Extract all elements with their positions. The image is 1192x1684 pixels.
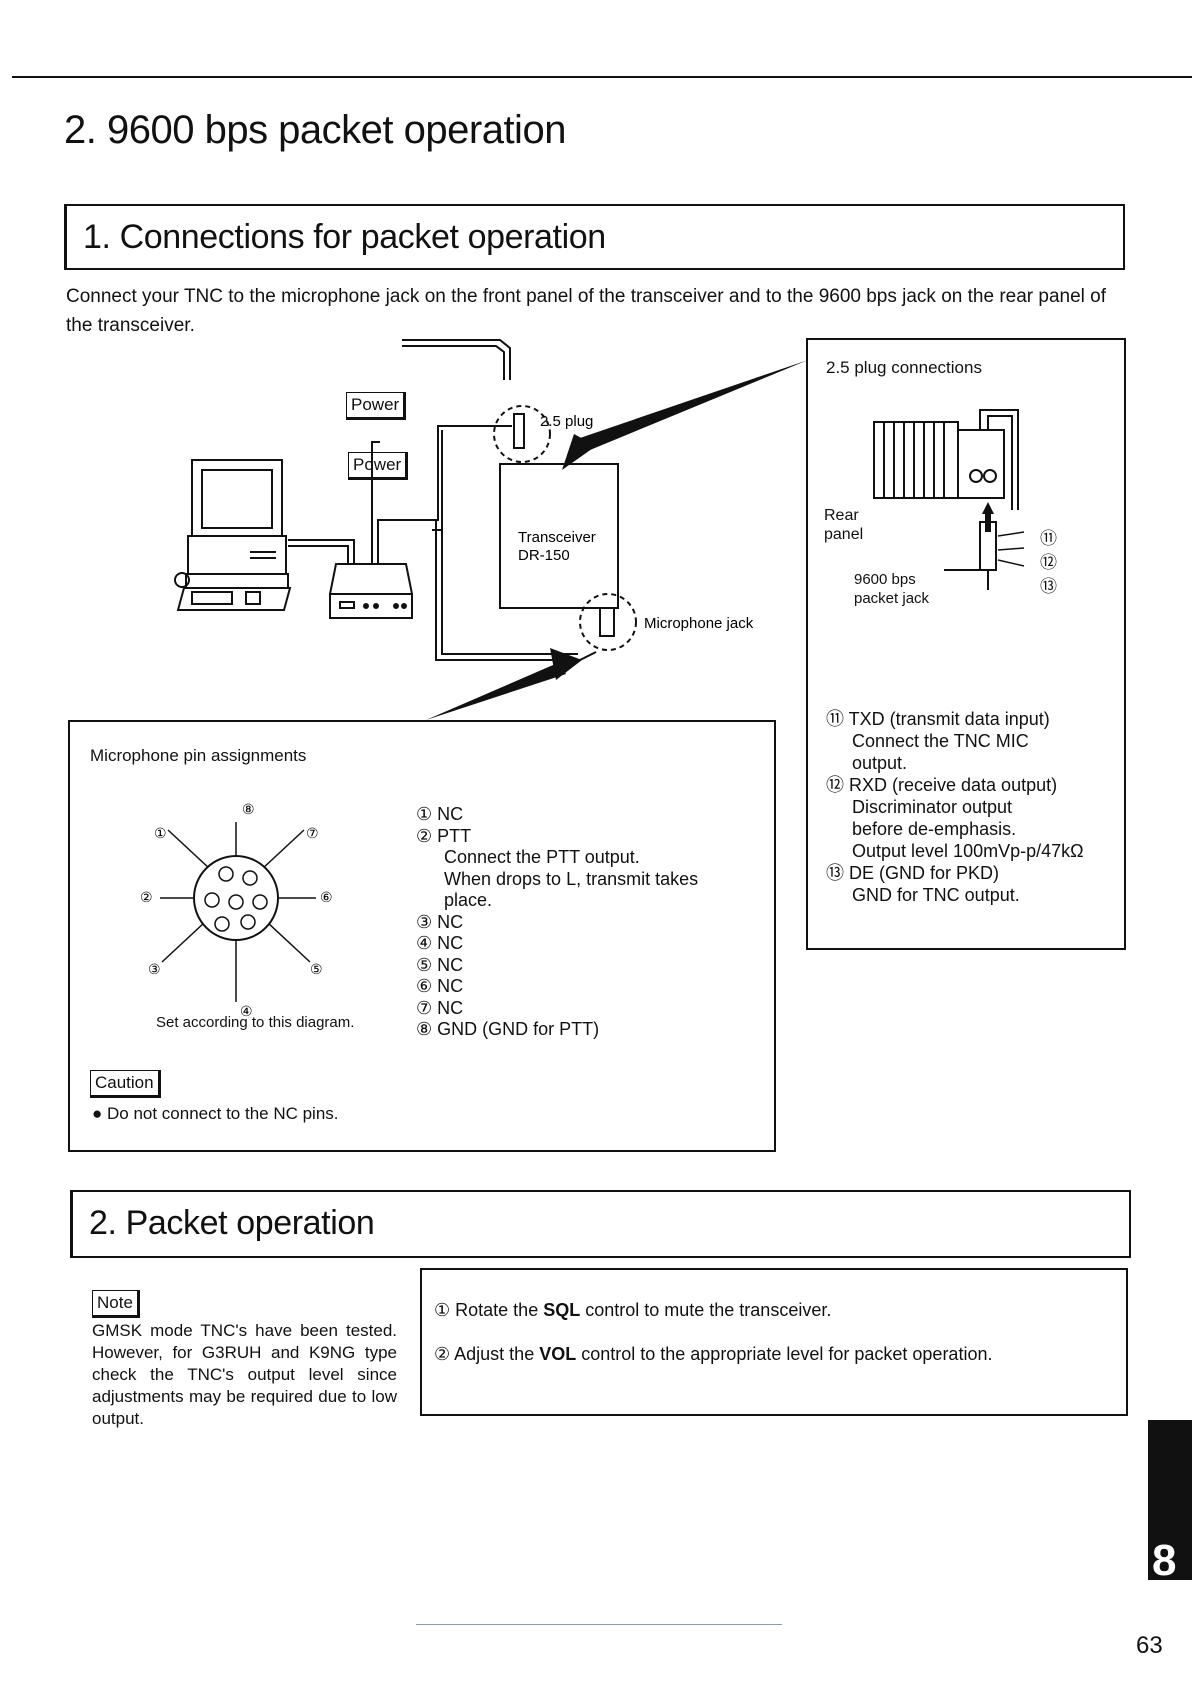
tnc-icon: [328, 563, 414, 619]
pin-line: place.: [444, 890, 493, 910]
note-label: Note: [92, 1290, 140, 1318]
transceiver-label: Transceiver: [518, 529, 596, 546]
computer-icon: [174, 459, 292, 611]
plug-box-title: 2.5 plug connections: [826, 358, 982, 377]
step-number: ①: [434, 1300, 451, 1320]
rear-panel-label-2: panel: [824, 526, 864, 543]
page-number: 63: [1136, 1632, 1163, 1659]
step-control: VOL: [539, 1344, 577, 1364]
pin-7-label: ⑦: [306, 825, 319, 841]
rear-panel-label: Rear: [824, 507, 859, 524]
step-2: ② Adjust the VOL control to the appropri…: [434, 1344, 992, 1365]
pin-line: Connect the PTT output.: [444, 847, 640, 867]
section1-heading: 1. Connections for packet operation: [83, 218, 606, 256]
caution-text: ● Do not connect to the NC pins.: [92, 1104, 339, 1123]
pin-line: ⑥ NC: [416, 976, 464, 996]
mic-pin-box: Microphone pin assignments ⑧ ① ⑦ ② ⑥ ③ ⑤…: [68, 720, 776, 1152]
packet-jack-label: 9600 bps: [854, 571, 916, 588]
page-title: 2. 9600 bps packet operation: [64, 108, 566, 152]
mic-box-title: Microphone pin assignments: [90, 746, 307, 765]
connection-diagram: Power Power Transceiver DR-150 2.5 plug …: [174, 339, 808, 720]
step-number: ②: [434, 1344, 451, 1364]
section2-heading: 2. Packet operation: [89, 1204, 375, 1242]
pin11-label: ⑪: [1040, 529, 1057, 548]
mic-connector-diagram: ⑧ ① ⑦ ② ⑥ ③ ⑤ ④: [140, 802, 333, 1019]
section1-heading-box: 1. Connections for packet operation: [64, 204, 1125, 270]
step-control: SQL: [543, 1300, 581, 1320]
pin-line: ⑦ NC: [416, 997, 464, 1018]
pin-line: ⑤ NC: [416, 954, 464, 975]
mic-jack-circle: [579, 593, 637, 651]
plug-label: 2.5 plug: [540, 413, 593, 430]
pin-5-label: ⑤: [310, 961, 323, 977]
plug-detail-circle: [493, 405, 551, 463]
step-text: Rotate the: [450, 1300, 544, 1320]
note-text: GMSK mode TNC's have been tested. Howeve…: [92, 1321, 397, 1428]
caution-label: Caution: [90, 1070, 161, 1098]
section2-heading-box: 2. Packet operation: [70, 1190, 1131, 1258]
plug-note-line: Discriminator output: [852, 797, 1013, 817]
mic-jack-arrow: [426, 662, 566, 720]
transceiver-box: [499, 463, 619, 609]
pin12-label: ⑫: [1040, 553, 1057, 572]
mic-jack-icon: [599, 607, 615, 637]
plug-note-line: before de-emphasis.: [852, 819, 1017, 839]
step-text: control to mute the transceiver.: [580, 1300, 832, 1320]
mic-jack-label: Microphone jack: [644, 615, 754, 632]
top-rule: [12, 76, 1192, 78]
pin-3-label: ③: [148, 961, 161, 977]
pin-line: ① NC: [416, 804, 464, 824]
arrow-head-icon: [562, 434, 596, 470]
plug-note-line: ⑬ DE (GND for PKD): [826, 863, 1000, 883]
packet-steps-box: ① Rotate the SQL control to mute the tra…: [420, 1268, 1128, 1416]
packet-jack-label-2: packet jack: [854, 590, 930, 607]
section1-intro: Connect your TNC to the microphone jack …: [66, 286, 1106, 336]
rear-jack-arrow: [580, 360, 808, 450]
power-label-1: Power: [346, 392, 406, 420]
plug-note-line: ⑫ RXD (receive data output): [826, 775, 1058, 795]
pin-1-label: ①: [154, 825, 167, 841]
plug-note-line: Connect the TNC MIC: [852, 731, 1029, 751]
pin-8-label: ⑧: [242, 802, 255, 817]
pin-line: ② PTT: [416, 825, 472, 846]
diagram-caption: Set according to this diagram.: [156, 1014, 355, 1031]
chapter-tab-number: 8: [1152, 1536, 1177, 1585]
transceiver-model: DR-150: [518, 547, 570, 564]
plug-note-line: Output level 100mVp-p/47kΩ: [852, 841, 1084, 861]
pin-6-label: ⑥: [320, 889, 333, 905]
pin-line: ③ NC: [416, 911, 464, 932]
arrow-head-icon: [550, 648, 582, 680]
power-label-2: Power: [348, 452, 408, 480]
rear-panel-diagram: [873, 409, 1025, 590]
plug-note-line: ⑪ TXD (transmit data input): [826, 709, 1050, 729]
pin-line: When drops to L, transmit takes: [444, 868, 699, 889]
pin-2-label: ②: [140, 889, 153, 905]
plug-icon: [513, 413, 525, 449]
plug-note-line: GND for TNC output.: [852, 885, 1020, 905]
plug-notes: ⑪ TXD (transmit data input) Connect the …: [826, 708, 1084, 906]
step-text: control to the appropriate level for pac…: [576, 1344, 993, 1364]
pin-line: ⑧ GND (GND for PTT): [416, 1019, 600, 1039]
pin-list: ① NC ② PTT Connect the PTT output. When …: [416, 804, 698, 1041]
step-text: Adjust the: [450, 1344, 540, 1364]
pin-4-label: ④: [240, 1003, 253, 1019]
pin-line: ④ NC: [416, 933, 464, 953]
bottom-rule: [416, 1624, 782, 1625]
step-1: ① Rotate the SQL control to mute the tra…: [434, 1300, 831, 1321]
chapter-tab: [1148, 1420, 1192, 1580]
pin13-label: ⑬: [1040, 577, 1057, 596]
plug-connections-box: 2.5 plug connections Rea: [806, 338, 1126, 950]
plug-note-line: output.: [852, 753, 908, 773]
